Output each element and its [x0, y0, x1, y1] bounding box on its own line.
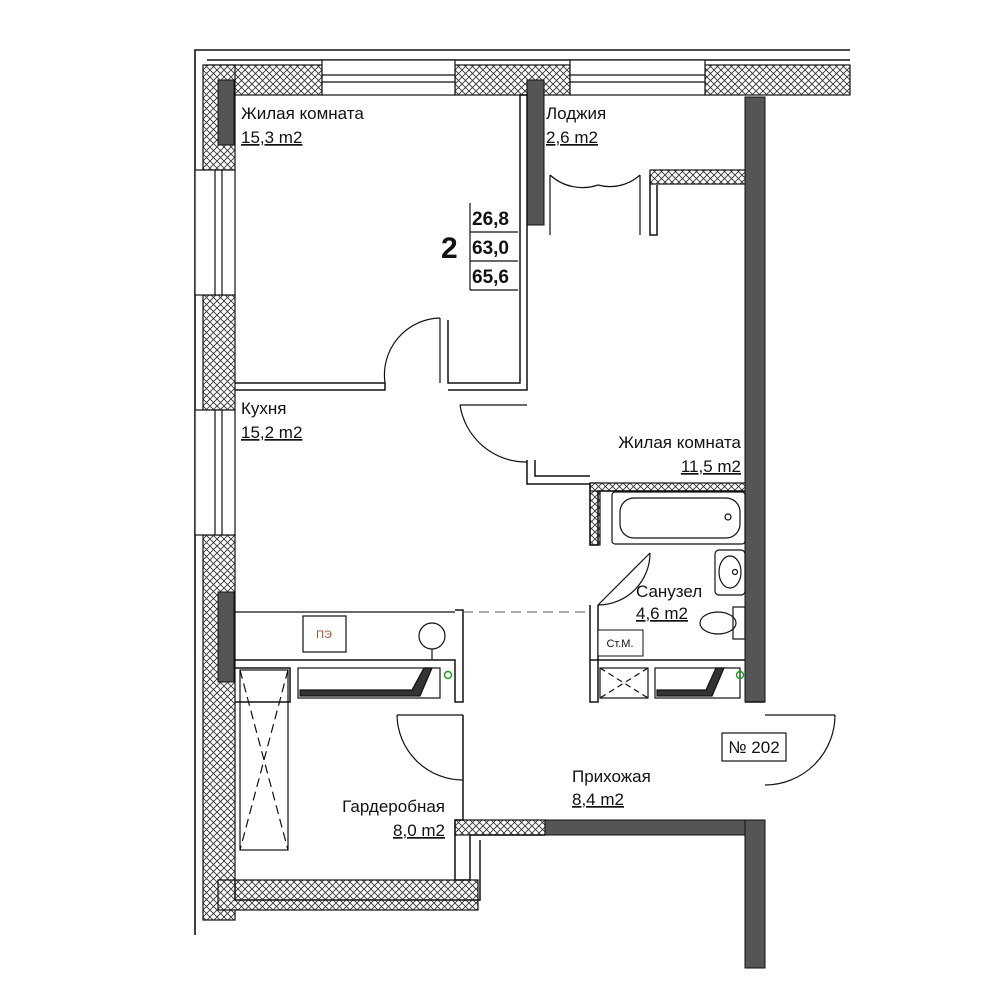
- room-name-bathroom: Санузел: [636, 582, 702, 601]
- vent-icon: [443, 670, 453, 680]
- bathtub: [611, 491, 746, 545]
- stove-label: ПЭ: [316, 629, 332, 641]
- room-name-kitchen: Кухня: [241, 399, 287, 418]
- washer-box: [597, 629, 644, 657]
- kitchen-counter: [235, 611, 455, 660]
- room-name-living1: Жилая комната: [241, 104, 364, 123]
- room-name-hallway: Прихожая: [572, 767, 651, 786]
- apartment-number-box: [721, 732, 787, 762]
- washbasin: [714, 549, 746, 596]
- room-area-hallway: 8,4 m2: [572, 790, 624, 809]
- totals-block: 2 26,8 63,0 65,6: [441, 203, 518, 291]
- toilet: [699, 606, 746, 640]
- washer-label: Ст.М.: [606, 638, 633, 650]
- room-area-kitchen: 15,2 m2: [241, 423, 302, 442]
- living-area-total: 26,8: [472, 209, 509, 230]
- exterior-walls: [202, 64, 851, 921]
- apartment-number: № 202: [728, 738, 779, 757]
- room-area-living1: 15,3 m2: [241, 128, 302, 147]
- load-bearing-walls: [217, 79, 766, 969]
- wardrobe-shelves: [239, 667, 741, 851]
- room-area-wardrobe: 8,0 m2: [393, 821, 445, 840]
- room-area-bathroom: 4,6 m2: [636, 604, 688, 623]
- vent-icon: [735, 670, 745, 680]
- rooms-count: 2: [441, 232, 458, 265]
- room-name-loggia: Лоджия: [546, 104, 606, 123]
- windows: [194, 59, 706, 536]
- room-name-living2: Жилая комната: [618, 433, 741, 452]
- total-area-with-loggia: 65,6: [472, 267, 509, 288]
- total-area: 63,0: [472, 238, 509, 259]
- room-name-wardrobe: Гардеробная: [342, 797, 445, 816]
- room-area-living2: 11,5 m2: [681, 457, 741, 476]
- doors: [383, 174, 836, 786]
- room-area-loggia: 2,6 m2: [546, 128, 598, 147]
